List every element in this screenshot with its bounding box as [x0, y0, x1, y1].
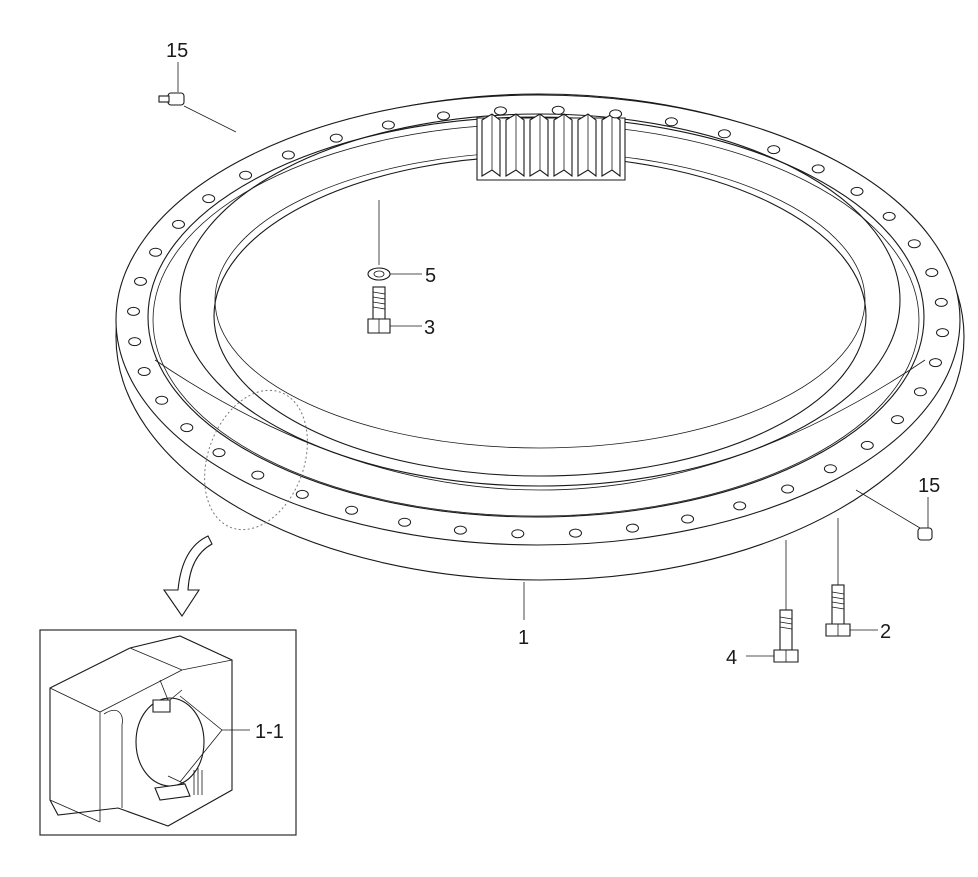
gear-tooth: [577, 113, 597, 178]
washer-5: [367, 200, 422, 281]
bolt-hole: [381, 120, 395, 130]
bolt-hole: [281, 150, 295, 160]
callout-15-top: 15: [166, 40, 188, 62]
bolt-hole: [907, 239, 921, 249]
bolt-hole: [717, 129, 731, 139]
gear-tooth: [505, 113, 525, 178]
bolt-hole: [934, 297, 948, 307]
gear-tooth: [481, 113, 501, 178]
bolt-hole: [398, 517, 412, 527]
bolt-hole: [860, 440, 874, 450]
bolt-hole: [149, 247, 163, 257]
bolt-hole: [609, 109, 623, 119]
bolt-hole: [913, 387, 927, 397]
bolt-hole: [180, 423, 194, 433]
bolt-hole: [345, 505, 359, 515]
bolt-hole: [882, 211, 896, 221]
bolt-hole: [511, 529, 525, 539]
bolt-hole: [437, 111, 450, 121]
bolt-hole: [891, 415, 904, 425]
bolt-hole: [172, 219, 185, 229]
bolt-hole: [681, 514, 695, 524]
callout-1-1: 1-1: [255, 721, 284, 743]
bolt-hole: [811, 164, 825, 174]
gear-teeth-section: [476, 113, 626, 181]
bolt-hole: [494, 106, 507, 116]
slewing-ring: [115, 93, 965, 581]
detail-region-marker: [204, 389, 308, 531]
bolt-hole: [239, 170, 253, 180]
bolt-hole: [551, 105, 565, 115]
bolt-hole: [128, 337, 142, 347]
bolt-hole: [929, 358, 942, 368]
bolt-hole: [155, 395, 169, 405]
bolt-hole: [251, 470, 265, 480]
bolt-hole: [936, 328, 949, 338]
bolt-holes: [127, 105, 949, 539]
bolt-hole: [569, 528, 582, 538]
callout-1: 1: [518, 627, 529, 649]
bolt-hole: [329, 133, 343, 143]
callout-4: 4: [726, 647, 737, 669]
gear-tooth: [529, 113, 549, 178]
grease-nipple-icon: [855, 489, 933, 541]
callout-3: 3: [424, 317, 435, 339]
bolt-hole: [850, 186, 864, 196]
callout-5: 5: [425, 265, 436, 287]
bolt-2: [825, 518, 878, 637]
bolt-hole: [733, 501, 747, 511]
bolt-hole: [127, 306, 140, 316]
detail-inset: [39, 629, 297, 836]
bolt-4: [746, 540, 799, 663]
gear-tooth: [553, 113, 573, 178]
bolt-hole: [767, 145, 781, 155]
curved-down-arrow-icon: [162, 535, 213, 617]
bolt-hole: [453, 525, 467, 535]
bolt-hole: [134, 276, 147, 286]
bolt-hole: [202, 194, 216, 204]
bolt-hole: [212, 448, 226, 458]
callout-15-right: 15: [918, 475, 940, 497]
bolt-hole: [925, 268, 939, 277]
bolt-hole: [626, 523, 639, 533]
grease-nipple-icon: [158, 62, 237, 133]
bolt-hole: [137, 367, 151, 376]
bolt-hole: [823, 464, 837, 474]
callout-2: 2: [880, 621, 891, 643]
bolt-hole: [295, 489, 309, 499]
bolt-3: [367, 286, 422, 334]
gear-tooth: [601, 113, 621, 178]
bolt-hole: [664, 117, 678, 127]
bolt-hole: [781, 484, 795, 494]
